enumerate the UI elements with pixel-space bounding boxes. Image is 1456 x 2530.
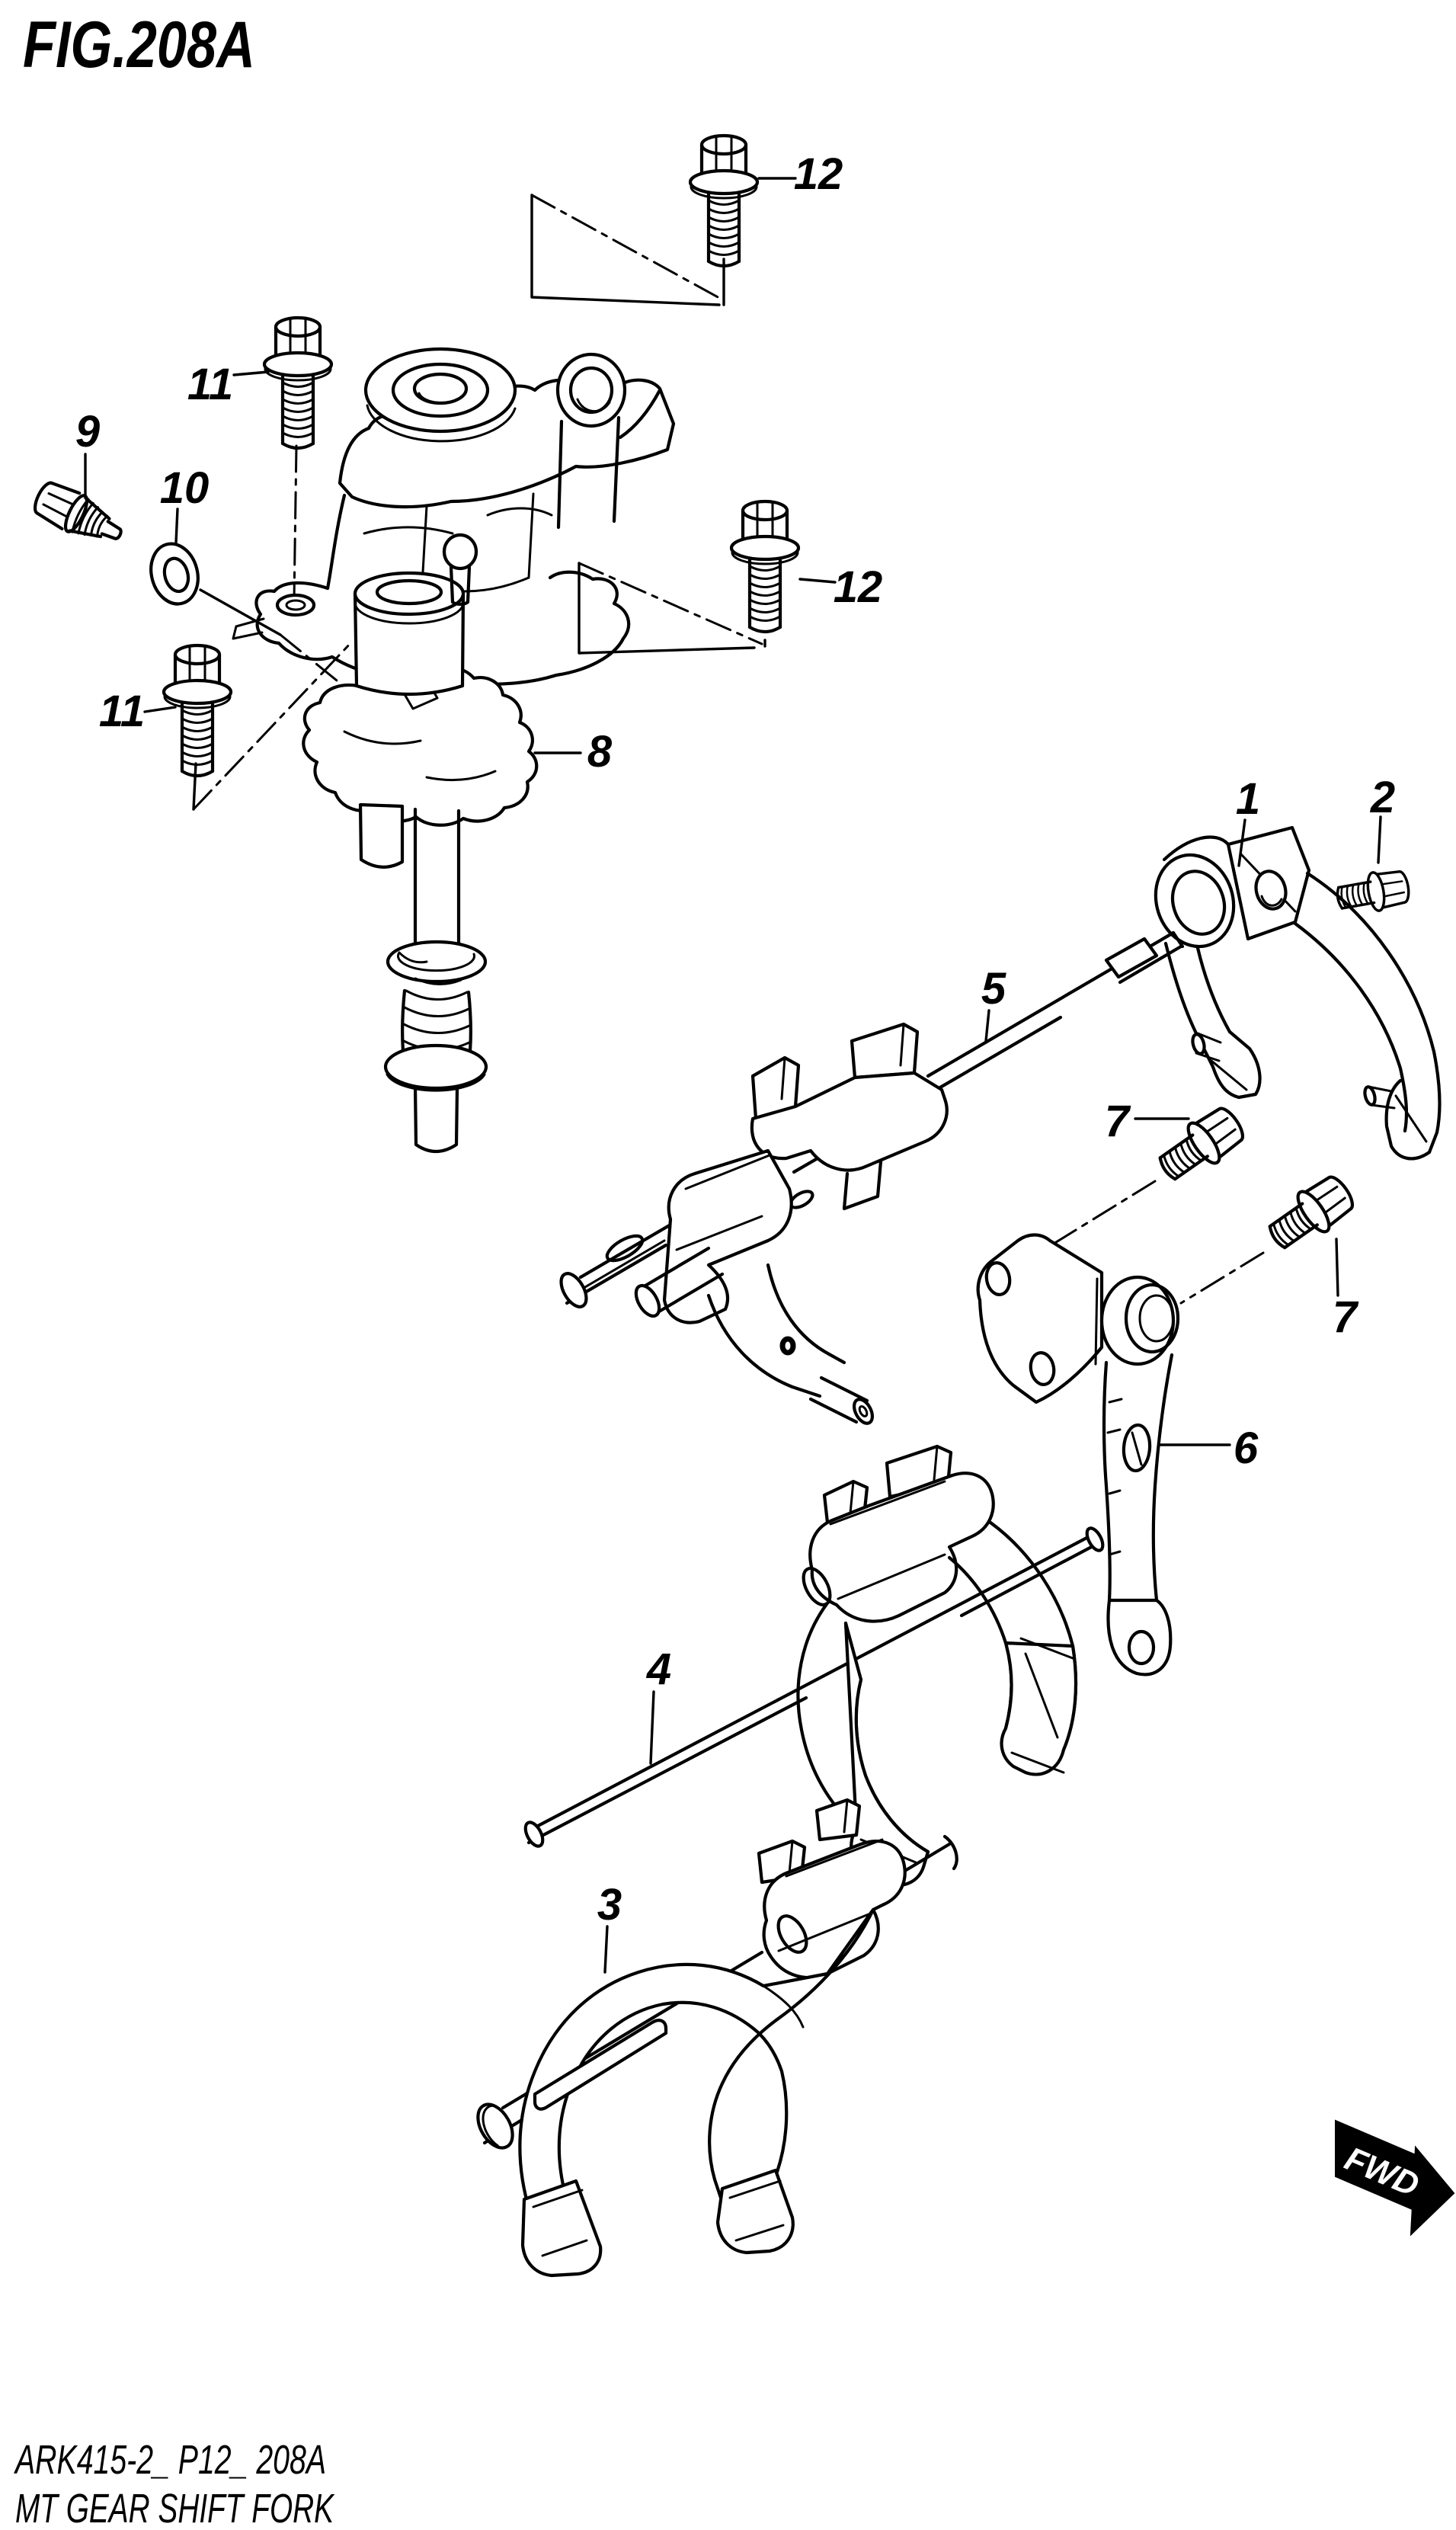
bolt-7b-icon bbox=[1261, 1170, 1359, 1258]
ball-stud bbox=[442, 533, 478, 607]
shaft-retainer-washer bbox=[386, 940, 488, 984]
bolt-11-left-icon bbox=[164, 645, 231, 776]
fork3-arms bbox=[518, 1907, 875, 2278]
callout-1: 1 bbox=[1236, 774, 1260, 824]
callout-6: 6 bbox=[1234, 1424, 1259, 1473]
fork3-clamp bbox=[757, 1798, 907, 1980]
shift-shaft-cap-top bbox=[353, 571, 466, 616]
bolt11-left-axis-needle bbox=[192, 762, 197, 811]
housing-center-boss bbox=[363, 347, 517, 434]
callout-9: 9 bbox=[75, 407, 100, 456]
callout-12a: 12 bbox=[794, 149, 843, 199]
gear-shift-lever bbox=[976, 1233, 1180, 1677]
callout-7a: 7 bbox=[1105, 1097, 1131, 1146]
callout-3: 3 bbox=[597, 1880, 622, 1930]
figure-title: FIG.208A bbox=[23, 8, 255, 82]
callout-7b: 7 bbox=[1333, 1292, 1359, 1342]
callout-10: 10 bbox=[160, 463, 210, 513]
callout-5: 5 bbox=[981, 964, 1006, 1014]
shaft-tip bbox=[413, 1084, 459, 1154]
shift-shaft-stub-pin bbox=[358, 802, 405, 869]
shift-cam-plate bbox=[302, 661, 539, 827]
housing-arm-ring-boss bbox=[555, 352, 627, 428]
shift-shaft-rod bbox=[413, 807, 461, 947]
callout-labels: 1 2 3 4 5 6 7 7 8 9 10 11 11 12 12 bbox=[75, 149, 1395, 1930]
bolt12-right-axis-line bbox=[578, 562, 763, 645]
footer-caption: MT GEAR SHIFT FORK bbox=[15, 2486, 334, 2530]
fork3-right-pad bbox=[715, 2168, 795, 2255]
shift-fork-shaft-no4 bbox=[523, 1444, 1105, 1887]
shaft5-clamp-fork bbox=[750, 1022, 949, 1211]
washer-guide-line bbox=[199, 588, 282, 636]
housing-arm-edge bbox=[618, 388, 662, 440]
shaft-bottom-flange bbox=[383, 1043, 488, 1090]
bolt-7a-icon bbox=[1151, 1101, 1250, 1190]
washer-icon bbox=[149, 542, 200, 606]
fork3-left-pad bbox=[520, 2179, 603, 2278]
bolt-12-top-icon bbox=[690, 136, 757, 266]
shift-fork-no1 bbox=[1154, 825, 1442, 1161]
shift-shaft-cap-body bbox=[353, 591, 466, 697]
fork3-dome bbox=[518, 1907, 875, 2215]
fork4-hub bbox=[802, 1444, 995, 1623]
bolt12-right-flag bbox=[578, 562, 766, 655]
fork4-arms bbox=[796, 1520, 1078, 1887]
callout-11b: 11 bbox=[99, 687, 145, 736]
fork4-right-prong bbox=[1000, 1641, 1078, 1776]
bolt11-top-axis-line bbox=[293, 444, 298, 602]
callout-2: 2 bbox=[1370, 773, 1395, 822]
callout-12b: 12 bbox=[834, 562, 883, 612]
bolt-12-right-icon bbox=[731, 501, 798, 632]
callout-leader-lines bbox=[84, 177, 1382, 1974]
bolt11-left-axis-line bbox=[192, 640, 354, 811]
shift-control-housing bbox=[232, 347, 676, 686]
shift-shaft-no5 bbox=[559, 930, 1185, 1425]
callout-8: 8 bbox=[587, 727, 613, 777]
callout-4: 4 bbox=[646, 1644, 671, 1694]
bolt12-top-axis-line bbox=[530, 194, 722, 300]
bolt7b-axis-line bbox=[1179, 1251, 1265, 1305]
fork3-face-slot bbox=[533, 2019, 668, 2111]
bolt-2-icon bbox=[1333, 865, 1413, 919]
gear-shift-shaft-assembly bbox=[302, 533, 539, 1154]
callout-11a: 11 bbox=[187, 360, 233, 409]
fwd-arrowhead-icon bbox=[1410, 2145, 1455, 2237]
shaft4-rod bbox=[526, 1532, 1099, 1845]
cam-stopper-screw-icon bbox=[33, 481, 123, 540]
fwd-direction-arrow: FWD bbox=[1335, 2119, 1455, 2237]
housing-left-foot-hole bbox=[275, 593, 316, 617]
shift-fork-shaft-no3 bbox=[476, 1798, 958, 2278]
footer-reference: ARK415-2_ P12_ 208A bbox=[14, 2437, 326, 2483]
bolt-11-top-icon bbox=[264, 318, 331, 448]
shaft5-fork-hub bbox=[634, 1148, 875, 1425]
